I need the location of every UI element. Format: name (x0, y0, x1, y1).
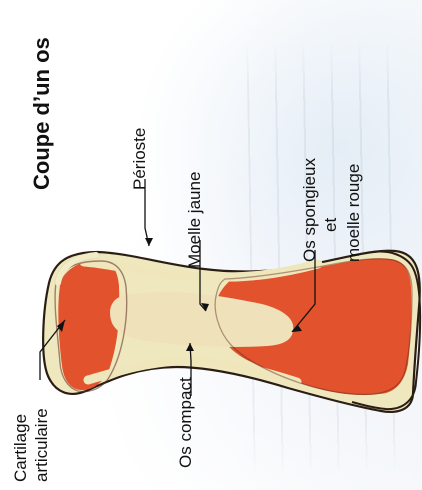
periosteum-label: Périoste (130, 128, 149, 190)
articular-cartilage-label-line-2: articulaire (32, 408, 51, 482)
compact-bone-label: Os compact (176, 377, 195, 468)
spongy-bone-label-line-1: Os spongieux (300, 158, 319, 262)
bone-illustration (43, 251, 420, 412)
spongy-bone-label-line-2: et (321, 218, 340, 232)
page-title: Coupe d’un os (29, 37, 54, 190)
periosteum-arrowhead (145, 238, 153, 246)
spongy-bone-label-line-3: moelle rouge (344, 164, 363, 262)
yellow-marrow-label: Moelle jaune (185, 172, 204, 268)
articular-cartilage-label-line-1: Cartilage (11, 414, 30, 482)
